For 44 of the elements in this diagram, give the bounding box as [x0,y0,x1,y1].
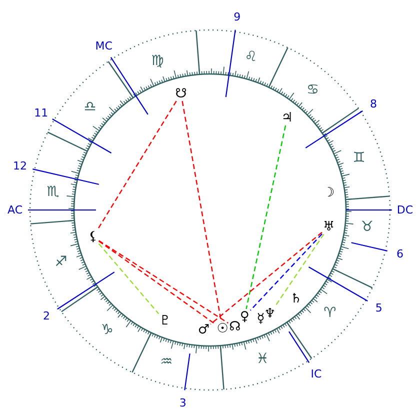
planet-glyph: ☋ [175,87,187,100]
aspect-line [274,234,324,307]
house-label: 8 [370,98,378,110]
aspect-line [250,234,322,311]
house-label: DC [396,204,414,216]
house-label: 11 [34,107,48,118]
house-label: 3 [179,398,186,409]
house-label: 6 [396,248,404,260]
aspect-line [246,125,286,310]
house-label: IC [310,368,322,380]
planet-glyph: ♃ [281,112,293,125]
planet-glyph: ♅ [323,220,335,234]
house-label: 12 [13,160,27,172]
zodiac-sign-symbol: ♍ [151,54,164,68]
aspect-line [182,100,222,322]
planet-glyph: ☽ [323,186,335,200]
zodiac-sign-symbol: ♎ [84,100,96,114]
aspect-line [210,232,322,325]
planet-glyph: ☉ [216,322,228,336]
aspect-line [98,243,160,314]
aspect-line [97,100,177,230]
zodiac-sign-symbol: ♓ [256,352,269,366]
zodiac-sign-symbol: ♏ [46,185,60,200]
planet-glyph: ♀ [240,310,250,324]
house-label: AC [8,204,22,216]
planet-glyph: ♂ [198,323,210,336]
planet-glyph: ⚸ [88,230,98,244]
house-label: 9 [234,11,241,22]
zodiac-sign-symbol: ♒ [160,354,173,369]
house-label: 2 [42,310,50,322]
planet-glyph: ♄ [290,292,302,306]
zodiac-sign-symbol: ♉ [360,220,374,234]
planet-glyph: ☿ [256,312,265,326]
house-label: 5 [375,302,382,313]
zodiac-sign-symbol: ♐ [54,255,68,270]
zodiac-sign-symbol: ♊ [352,150,366,165]
zodiac-sign-symbol: ♑ [100,322,114,337]
zodiac-sign-symbol: ♌ [244,50,258,64]
house-label: MC [95,40,112,52]
zodiac-sign-symbol: ♋ [306,83,320,98]
planet-glyph: ♆ [264,307,276,320]
planet-glyph: ♇ [159,314,171,328]
zodiac-sign-symbol: ♈ [324,306,336,320]
planet-glyph: ☊ [229,320,241,334]
